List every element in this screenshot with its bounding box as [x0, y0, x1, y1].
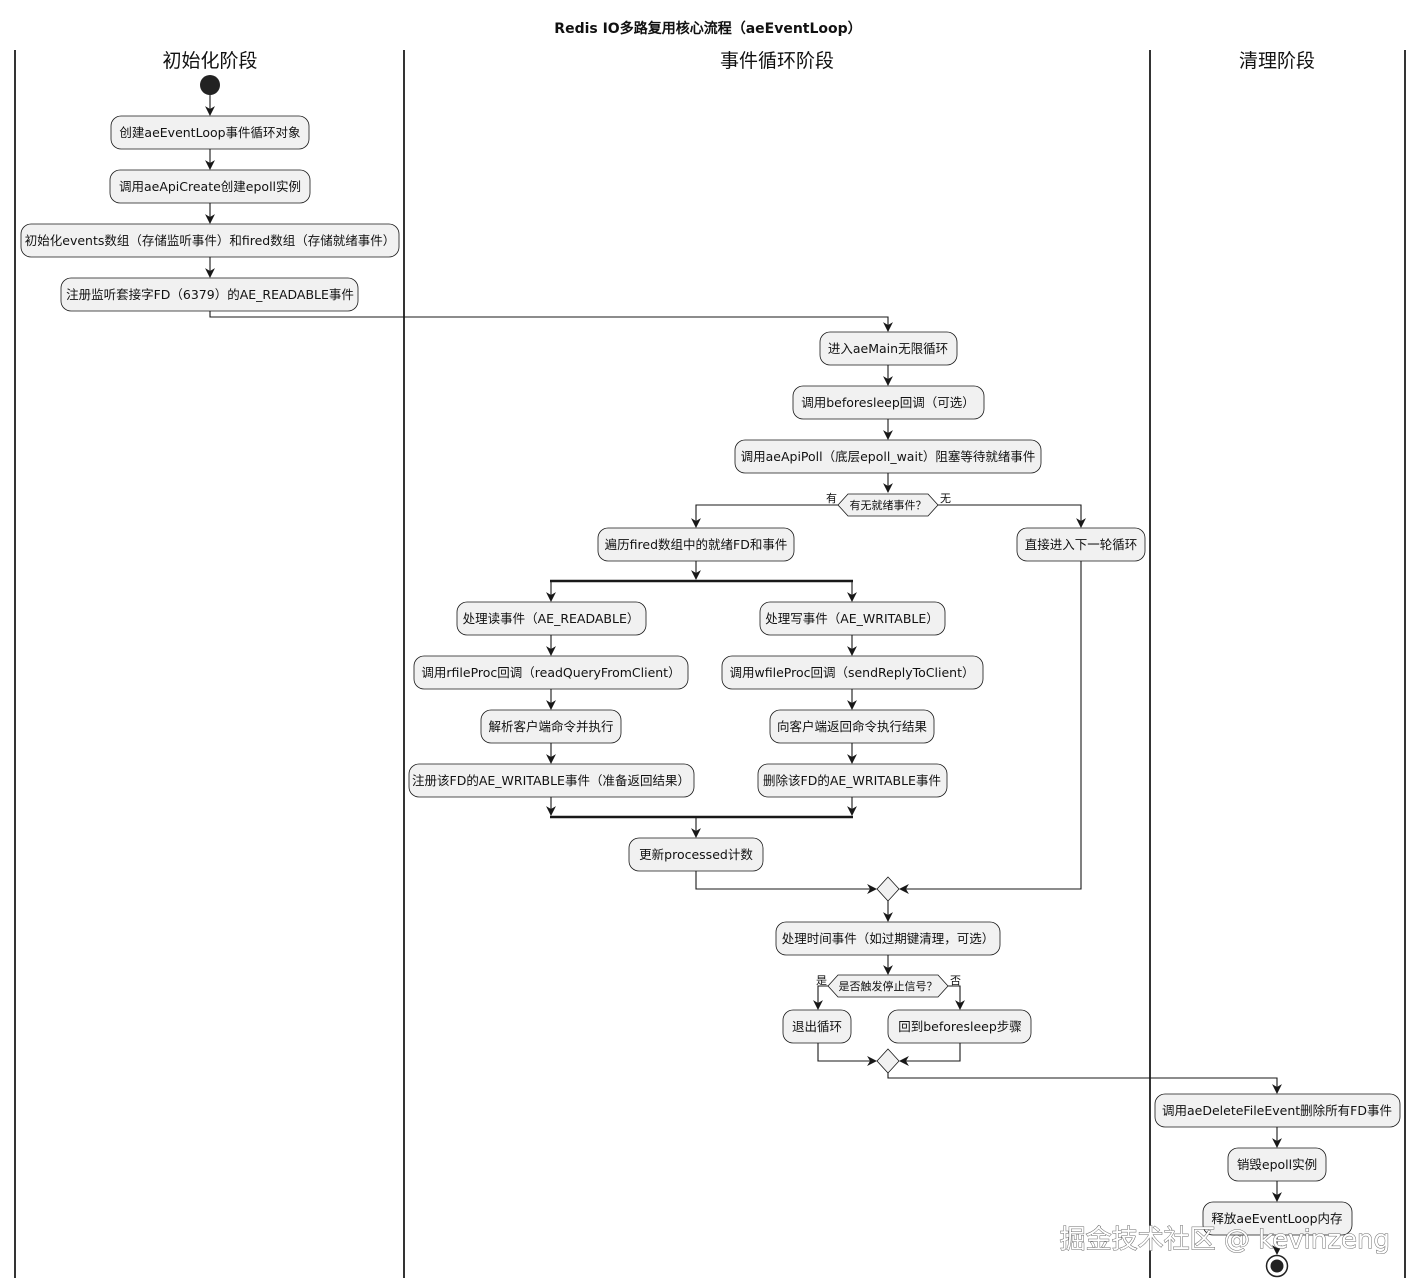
svg-text:解析客户端命令并执行: 解析客户端命令并执行 [488, 719, 613, 734]
node-read-event: 处理读事件（AE_READABLE） [456, 601, 647, 636]
svg-text:直接进入下一轮循环: 直接进入下一轮循环 [1025, 537, 1138, 552]
svg-text:创建aeEventLoop事件循环对象: 创建aeEventLoop事件循环对象 [119, 125, 300, 140]
node-api-poll: 调用aeApiPoll（底层epoll_wait）阻塞等待就绪事件 [734, 439, 1042, 474]
svg-text:回到beforesleep步骤: 回到beforesleep步骤 [898, 1019, 1022, 1034]
node-parse-command: 解析客户端命令并执行 [480, 709, 622, 744]
label-ready-no: 无 [940, 492, 951, 505]
start-node [200, 75, 220, 95]
svg-text:调用aeDeleteFileEvent删除所有FD事件: 调用aeDeleteFileEvent删除所有FD事件 [1162, 1103, 1392, 1118]
lane-title-cleanup: 清理阶段 [1239, 50, 1315, 72]
node-create-loop: 创建aeEventLoop事件循环对象 [110, 115, 310, 150]
node-update-processed: 更新processed计数 [628, 837, 764, 872]
lane-title-loop: 事件循环阶段 [720, 50, 834, 72]
node-delete-events: 调用aeDeleteFileEvent删除所有FD事件 [1154, 1093, 1401, 1128]
node-time-events: 处理时间事件（如过期键清理，可选） [775, 921, 1001, 956]
svg-text:调用rfileProc回调（readQueryFromCli: 调用rfileProc回调（readQueryFromClient） [421, 665, 680, 680]
label-stop-yes: 是 [816, 974, 827, 987]
svg-text:调用aeApiPoll（底层epoll_wait）阻塞等待就: 调用aeApiPoll（底层epoll_wait）阻塞等待就绪事件 [741, 449, 1036, 464]
watermark-text: 掘金技术社区 @ kevinzeng [1060, 1225, 1390, 1255]
svg-text:是否触发停止信号？: 是否触发停止信号？ [839, 979, 938, 993]
svg-text:调用wfileProc回调（sendReplyToClien: 调用wfileProc回调（sendReplyToClient） [730, 665, 975, 680]
svg-text:调用beforesleep回调（可选）: 调用beforesleep回调（可选） [801, 395, 975, 410]
node-register-listen: 注册监听套接字FD（6379）的AE_READABLE事件 [60, 277, 359, 312]
svg-text:处理读事件（AE_READABLE）: 处理读事件（AE_READABLE） [463, 611, 640, 626]
node-return-result: 向客户端返回命令执行结果 [769, 709, 935, 744]
svg-text:注册监听套接字FD（6379）的AE_READABLE事件: 注册监听套接字FD（6379）的AE_READABLE事件 [66, 287, 354, 302]
svg-text:注册该FD的AE_WRITABLE事件（准备返回结果）: 注册该FD的AE_WRITABLE事件（准备返回结果） [412, 773, 690, 788]
node-destroy-epoll: 销毁epoll实例 [1227, 1147, 1327, 1182]
node-free-loop: 释放aeEventLoop内存 [1202, 1201, 1353, 1236]
svg-text:处理写事件（AE_WRITABLE）: 处理写事件（AE_WRITABLE） [765, 611, 939, 626]
svg-text:向客户端返回命令执行结果: 向客户端返回命令执行结果 [777, 719, 928, 734]
node-api-create: 调用aeApiCreate创建epoll实例 [109, 169, 311, 204]
merge-diamond-2 [876, 1048, 900, 1074]
decision-stop-signal: 是否触发停止信号？ [827, 974, 949, 998]
svg-text:释放aeEventLoop内存: 释放aeEventLoop内存 [1211, 1211, 1342, 1226]
node-delete-writable: 删除该FD的AE_WRITABLE事件 [757, 763, 948, 798]
svg-text:初始化events数组（存储监听事件）和fired数组（存储: 初始化events数组（存储监听事件）和fired数组（存储就绪事件） [25, 233, 395, 248]
node-exit-loop: 退出循环 [782, 1009, 852, 1044]
diagram-title: Redis IO多路复用核心流程（aeEventLoop） [554, 20, 861, 37]
node-register-writable: 注册该FD的AE_WRITABLE事件（准备返回结果） [408, 763, 695, 798]
svg-text:删除该FD的AE_WRITABLE事件: 删除该FD的AE_WRITABLE事件 [763, 773, 941, 788]
node-beforesleep: 调用beforesleep回调（可选） [792, 385, 985, 420]
label-ready-yes: 有 [826, 491, 837, 505]
svg-text:调用aeApiCreate创建epoll实例: 调用aeApiCreate创建epoll实例 [119, 179, 301, 194]
node-init-arrays: 初始化events数组（存储监听事件）和fired数组（存储就绪事件） [20, 223, 400, 258]
end-node [1265, 1254, 1289, 1278]
node-enter-main: 进入aeMain无限循环 [819, 331, 958, 366]
node-iterate-fired: 遍历fired数组中的就绪FD和事件 [597, 527, 795, 562]
svg-text:更新processed计数: 更新processed计数 [639, 847, 753, 862]
svg-text:处理时间事件（如过期键清理，可选）: 处理时间事件（如过期键清理，可选） [782, 931, 995, 946]
svg-text:遍历fired数组中的就绪FD和事件: 遍历fired数组中的就绪FD和事件 [605, 537, 788, 552]
svg-text:有无就绪事件？: 有无就绪事件？ [850, 498, 927, 512]
decision-ready-events: 有无就绪事件？ [837, 493, 939, 517]
node-back-beforesleep: 回到beforesleep步骤 [887, 1009, 1032, 1044]
svg-text:销毁epoll实例: 销毁epoll实例 [1237, 1157, 1317, 1172]
node-write-callback: 调用wfileProc回调（sendReplyToClient） [721, 655, 984, 690]
node-read-callback: 调用rfileProc回调（readQueryFromClient） [413, 655, 689, 690]
merge-diamond-1 [876, 876, 900, 902]
label-stop-no: 否 [950, 974, 961, 987]
lane-title-init: 初始化阶段 [162, 50, 257, 72]
svg-text:进入aeMain无限循环: 进入aeMain无限循环 [828, 341, 948, 356]
node-next-loop: 直接进入下一轮循环 [1016, 527, 1146, 562]
svg-text:退出循环: 退出循环 [792, 1019, 842, 1034]
node-write-event: 处理写事件（AE_WRITABLE） [759, 601, 946, 636]
